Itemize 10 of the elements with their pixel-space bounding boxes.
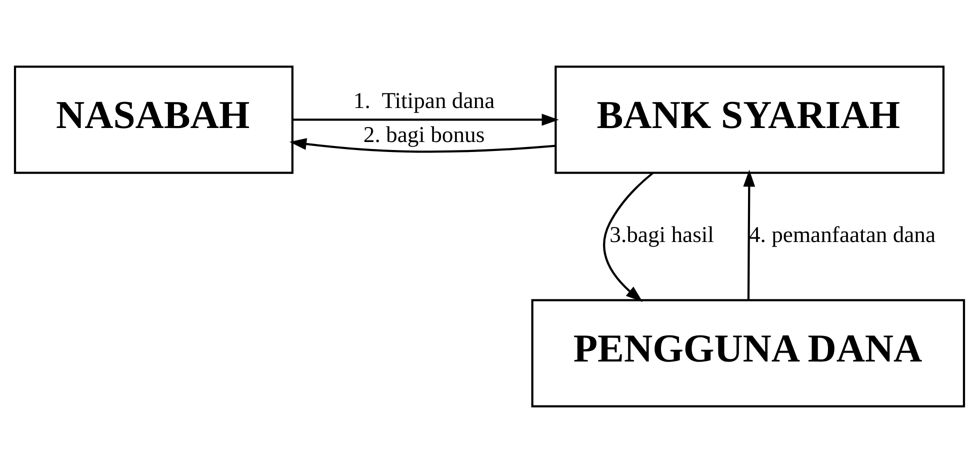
node-box: NASABAH: [14, 65, 294, 174]
node-box: BANK SYARIAH: [554, 65, 945, 174]
arrow: [289, 138, 556, 152]
node-box: PENGGUNA DANA: [531, 298, 966, 407]
edge-label: 3.bagi hasil: [610, 221, 714, 246]
arrow: [292, 113, 559, 126]
edge-label: 2. bagi bonus: [363, 122, 485, 147]
arrow: [603, 172, 654, 302]
arrow: [743, 169, 756, 300]
edge-label: 1. Titipan dana: [353, 88, 495, 113]
